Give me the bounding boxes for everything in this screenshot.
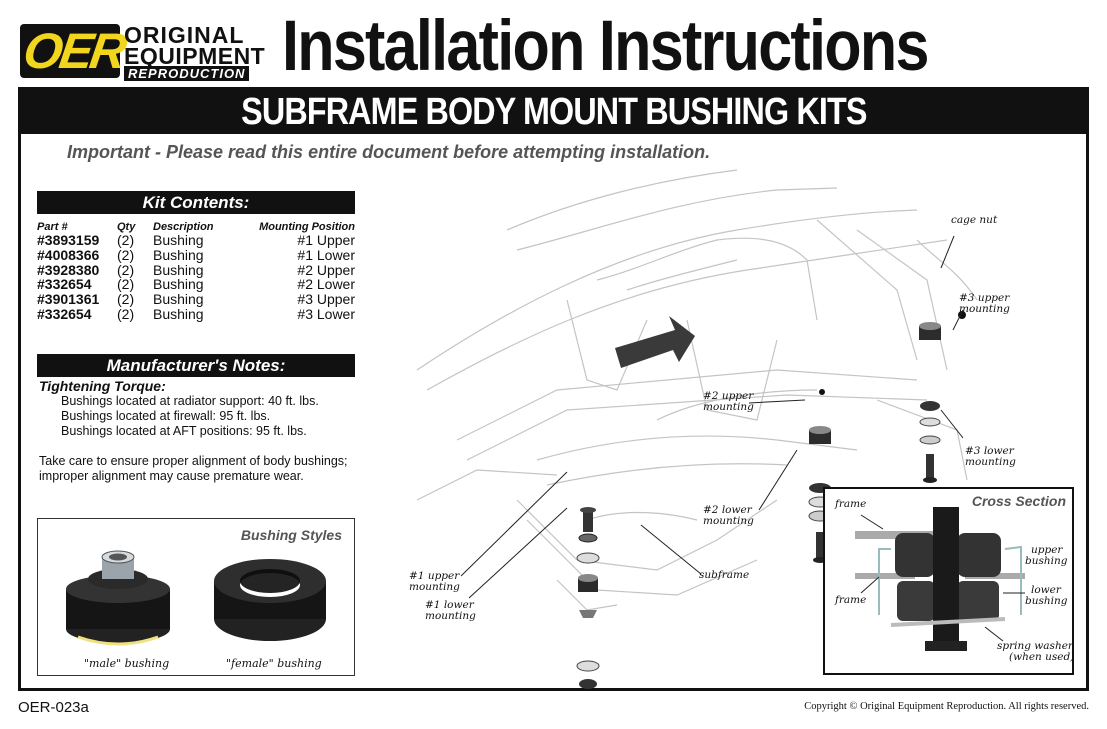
logo-line-original: ORIGINAL bbox=[124, 22, 245, 48]
col-description: Description bbox=[153, 221, 214, 233]
table-row: #3928380(2)Bushing#2 Upper bbox=[37, 261, 355, 278]
forward-arrow-icon bbox=[615, 316, 695, 368]
mount-2-upper-hardware bbox=[809, 426, 831, 444]
logo-line-equipment: EQUIPMENT bbox=[124, 43, 266, 69]
bushing-styles-panel: Bushing Styles "male" bushing "female bbox=[37, 518, 355, 676]
oer-logo: OER ORIGINAL EQUIPMENT REPRODUCTION bbox=[20, 22, 272, 82]
important-notice: Important - Please read this entire docu… bbox=[67, 142, 711, 162]
table-row: #332654(2)Bushing#3 Lower bbox=[37, 305, 355, 322]
torque-item: Bushings located at AFT positions: 95 ft… bbox=[61, 424, 307, 438]
kit-table-header: Part # Qty Description Mounting Position bbox=[37, 221, 355, 233]
cross-upper-bushing-label: bushing bbox=[1025, 555, 1068, 567]
mount-1-hardware bbox=[576, 507, 600, 689]
cross-washer-note: (when used) bbox=[1009, 651, 1075, 663]
copyright-notice: Copyright © Original Equipment Reproduct… bbox=[804, 701, 1089, 712]
callout-1-upper: #1 upper bbox=[409, 570, 460, 582]
logo-badge: OER bbox=[20, 23, 128, 79]
page-title: Installation Instructions bbox=[282, 7, 929, 86]
callout-1-upper-mounting: mounting bbox=[409, 581, 460, 593]
document-code: OER-023a bbox=[18, 699, 89, 716]
callout-2-upper-mounting: mounting bbox=[703, 401, 754, 413]
table-row: #4008366(2)Bushing#1 Lower bbox=[37, 246, 355, 263]
torque-item: Bushings located at firewall: 95 ft. lbs… bbox=[61, 409, 271, 423]
col-position: Mounting Position bbox=[259, 221, 355, 233]
male-bushing-label: "male" bushing bbox=[84, 657, 170, 670]
col-part: Part # bbox=[37, 221, 68, 233]
callout-3-lower-mounting: mounting bbox=[965, 456, 1016, 468]
alignment-note: Take care to ensure proper alignment of … bbox=[39, 454, 348, 483]
callout-1-lower: #1 lower bbox=[425, 599, 474, 611]
callout-2-upper: #2 upper bbox=[703, 390, 754, 402]
bushing-styles-illustration bbox=[66, 550, 326, 646]
bushing-styles-title: Bushing Styles bbox=[240, 527, 342, 543]
cross-section-panel: Cross Section frame frame upper bushing … bbox=[823, 487, 1074, 675]
callout-2-lower: #2 lower bbox=[703, 504, 752, 516]
callout-1-lower-mounting: mounting bbox=[425, 610, 476, 622]
callout-cage-nut: cage nut bbox=[951, 214, 998, 226]
cross-upper-label: upper bbox=[1031, 544, 1063, 556]
manufacturer-notes: Tightening Torque: Bushings located at r… bbox=[39, 379, 369, 484]
cross-washer-label: spring washer bbox=[997, 640, 1073, 652]
callout-subframe: subframe bbox=[699, 569, 750, 581]
table-row: #3893159(2)Bushing#1 Upper bbox=[37, 232, 355, 248]
table-row: #332654(2)Bushing#2 Lower bbox=[37, 276, 355, 293]
mount-3-hardware bbox=[919, 322, 941, 483]
instruction-sheet: SUBFRAME BODY MOUNT BUSHING KITS Importa… bbox=[18, 87, 1089, 691]
col-qty: Qty bbox=[117, 221, 136, 233]
manufacturer-notes-heading: Manufacturer's Notes: bbox=[37, 354, 355, 377]
female-bushing-label: "female" bushing bbox=[226, 657, 322, 670]
body-mount-diagram bbox=[357, 140, 978, 690]
cross-section-illustration bbox=[855, 507, 1025, 651]
callout-3-upper: #3 upper bbox=[959, 292, 1010, 304]
callout-3-lower: #3 lower bbox=[965, 445, 1014, 457]
female-bushing-illustration bbox=[214, 559, 326, 641]
cross-lower-label: lower bbox=[1031, 584, 1061, 596]
cross-lower-bushing-label: bushing bbox=[1025, 595, 1068, 607]
callout-2-lower-mounting: mounting bbox=[703, 515, 754, 527]
cross-frame-top-label: frame bbox=[835, 498, 867, 510]
torque-title: Tightening Torque: bbox=[39, 378, 166, 394]
logo-line-reproduction: REPRODUCTION bbox=[124, 66, 250, 81]
kit-banner: SUBFRAME BODY MOUNT BUSHING KITS bbox=[21, 90, 1086, 134]
kit-contents-table: Part # Qty Description Mounting Position… bbox=[37, 221, 355, 322]
callout-3-upper-mounting: mounting bbox=[959, 303, 1010, 315]
cross-frame-bottom-label: frame bbox=[835, 594, 867, 606]
kit-contents-heading: Kit Contents: bbox=[37, 191, 355, 214]
cross-section-title: Cross Section bbox=[971, 493, 1066, 509]
torque-item: Bushings located at radiator support: 40… bbox=[61, 394, 319, 408]
vehicle-frame-illustration bbox=[416, 169, 978, 689]
table-row: #3901361(2)Bushing#3 Upper bbox=[37, 291, 355, 308]
male-bushing-illustration bbox=[66, 550, 170, 646]
